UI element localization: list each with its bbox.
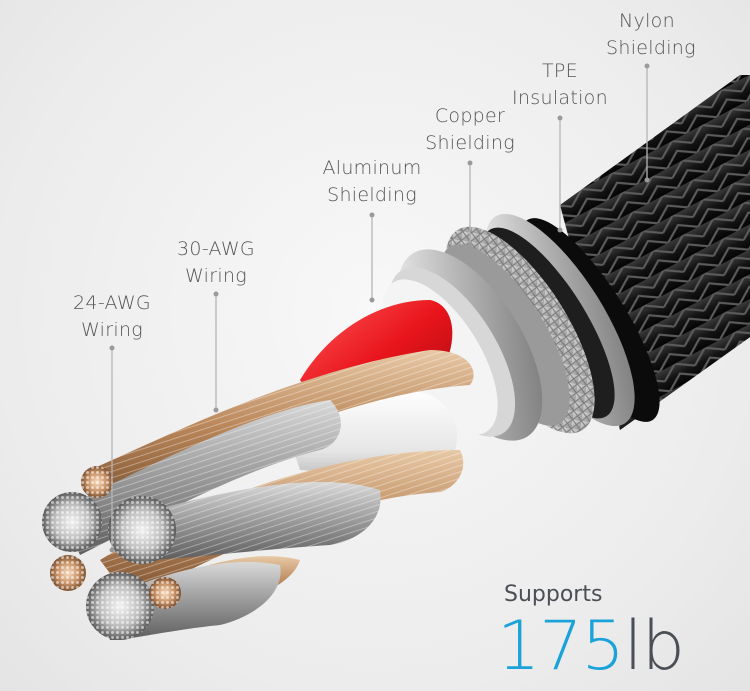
weight-rating: 175lb [497, 607, 685, 687]
weight-value: 175 [497, 607, 625, 686]
label-nylon-shielding: Nylon Shielding [606, 10, 696, 59]
supports-label: Supports [504, 582, 603, 607]
conductor-ends [42, 466, 181, 640]
label-aluminum-shielding: Aluminum Shielding [322, 157, 422, 206]
label-awg24-wiring: 24-AWG Wiring [73, 292, 151, 341]
leader-lines [109, 63, 650, 553]
weight-unit: lb [623, 607, 685, 686]
label-tpe-insulation: TPE Insulation [512, 60, 608, 109]
label-copper-shielding: Copper Shielding [425, 105, 515, 154]
label-awg30-wiring: 30-AWG Wiring [177, 238, 255, 287]
